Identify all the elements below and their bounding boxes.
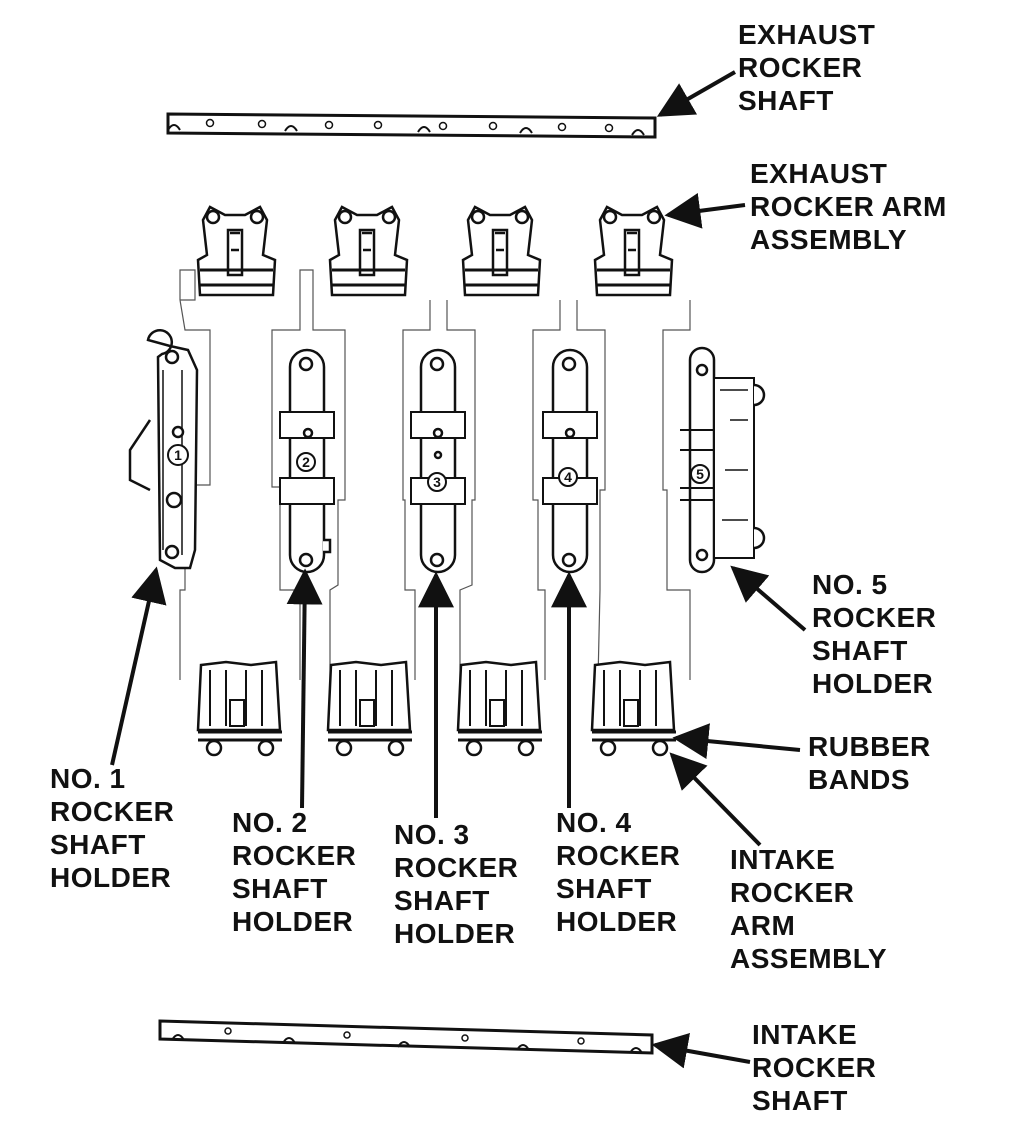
label-rubber-bands: RUBBER BANDS	[808, 731, 931, 795]
rocker-shaft-holder-3	[410, 348, 466, 574]
label-intake-rocker-arm-assembly: INTAKE ROCKER ARM ASSEMBLY	[730, 844, 888, 974]
exhaust-rocker-arm-1	[196, 205, 277, 297]
holder-number-2: 2	[302, 454, 310, 470]
label-no3-rocker-shaft-holder: NO. 3 ROCKER SHAFT HOLDER	[394, 819, 519, 949]
intake-rocker-arm-assembly-row	[196, 660, 676, 757]
arrow-exhaust-rocker-shaft	[656, 70, 736, 117]
holder-number-3: 3	[433, 474, 441, 490]
rocker-shaft-holders	[128, 328, 766, 574]
intake-rocker-arm-3	[456, 660, 542, 757]
arrow-exhaust-rocker-arm	[664, 192, 746, 229]
arrow-no5-holder	[730, 565, 807, 632]
holder-number-4: 4	[564, 469, 572, 485]
holder-number-labels: 1 2 3 4 5	[174, 447, 704, 490]
exhaust-rocker-shaft	[166, 112, 657, 139]
label-exhaust-rocker-arm-assembly: EXHAUST ROCKER ARM ASSEMBLY	[750, 158, 947, 255]
arrow-no2-holder	[286, 568, 323, 809]
holder-number-5: 5	[696, 466, 704, 482]
label-exhaust-rocker-shaft: EXHAUST ROCKER SHAFT	[738, 19, 876, 116]
intake-rocker-shaft	[158, 1019, 654, 1055]
arrow-intake-rocker-shaft	[651, 1032, 751, 1069]
label-no2-rocker-shaft-holder: NO. 2 ROCKER SHAFT HOLDER	[232, 807, 357, 937]
intake-rocker-arm-1	[196, 660, 282, 757]
exhaust-rocker-arm-4	[593, 205, 674, 297]
exhaust-rocker-arm-assembly-row	[196, 205, 674, 297]
assembly-outline	[179, 269, 691, 681]
label-intake-rocker-shaft: INTAKE ROCKER SHAFT	[752, 1019, 877, 1116]
holder-number-1: 1	[174, 447, 182, 463]
leader-arrows	[110, 70, 807, 1069]
exhaust-rocker-arm-3	[461, 205, 542, 297]
label-no1-rocker-shaft-holder: NO. 1 ROCKER SHAFT HOLDER	[50, 763, 175, 893]
arrow-intake-rocker-arm	[669, 752, 762, 847]
rocker-shaft-holder-5	[680, 346, 766, 574]
label-no4-rocker-shaft-holder: NO. 4 ROCKER SHAFT HOLDER	[556, 807, 681, 937]
arrow-no1-holder	[110, 566, 167, 766]
label-no5-rocker-shaft-holder: NO. 5 ROCKER SHAFT HOLDER	[812, 569, 937, 699]
rocker-shaft-holder-1	[128, 328, 199, 570]
rocker-shaft-holder-4	[542, 348, 598, 574]
intake-rocker-arm-2	[326, 660, 412, 757]
arrow-rubber-bands	[672, 723, 801, 760]
intake-rocker-arm-4	[590, 660, 676, 757]
exhaust-rocker-arm-2	[328, 205, 409, 297]
